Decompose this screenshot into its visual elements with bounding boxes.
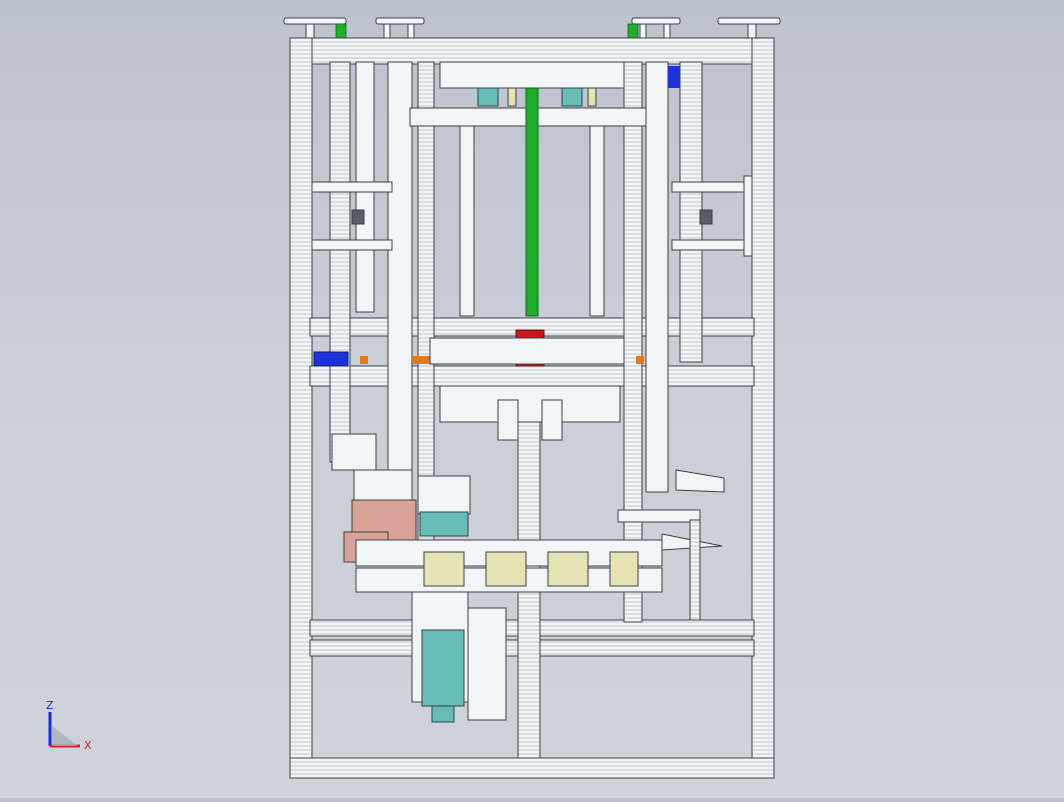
- ball-screw: [525, 87, 539, 317]
- carriage-plate: [429, 337, 625, 365]
- blue-top-block: [668, 66, 680, 88]
- z-axis-module: [411, 591, 507, 723]
- orange-markers: [360, 356, 644, 364]
- side-guide-rails: [311, 175, 753, 257]
- blue-cylinder: [313, 351, 349, 367]
- axis-triad: Z X: [46, 699, 92, 752]
- axis-z-label: Z: [46, 699, 54, 712]
- green-caster-caps: [335, 23, 639, 39]
- upper-lift-carriage: [409, 61, 647, 317]
- lower-gripper-assembly: [331, 385, 725, 621]
- leveling-feet: [283, 17, 781, 41]
- axis-x-label: X: [84, 739, 92, 752]
